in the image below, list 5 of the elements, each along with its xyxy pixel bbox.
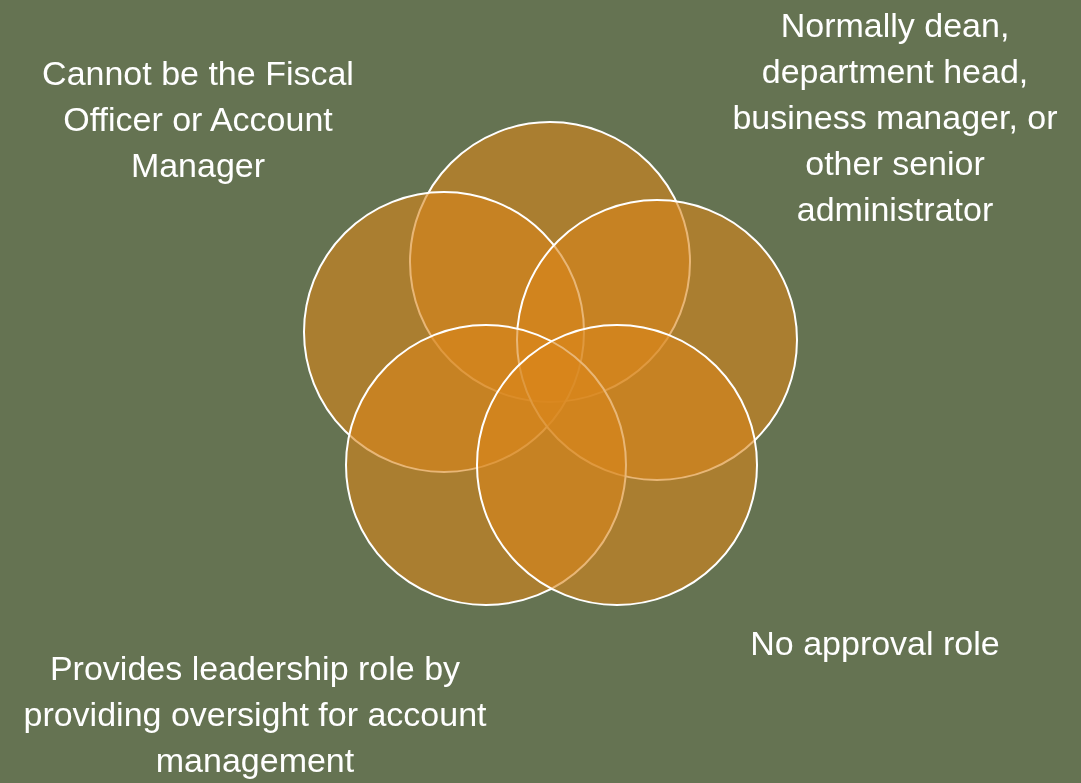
note-text: Normally dean, department head, business manager, or other senior administrator <box>731 5 1059 230</box>
note-text: No approval role <box>749 623 1001 664</box>
venn-circle <box>475 323 759 607</box>
note-text: Cannot be the Fiscal Officer or Account Manager <box>41 53 355 186</box>
note-text: Provides leadership role by providing oversight for account management <box>22 648 488 781</box>
